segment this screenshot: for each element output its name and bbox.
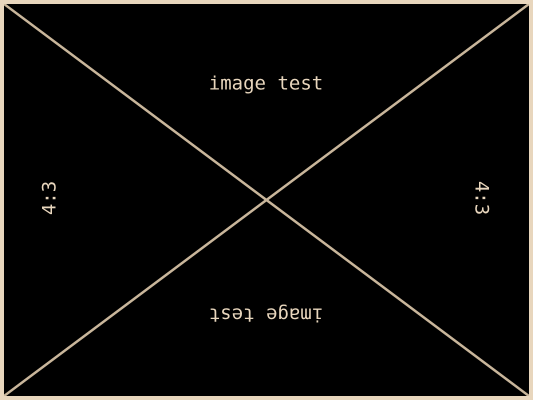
bottom-image-test-label: image test: [208, 303, 324, 326]
left-aspect-ratio-label: 4:3: [38, 180, 61, 216]
top-image-test-label: image test: [208, 72, 324, 95]
diagonal-line-right-to-left: [4, 4, 529, 396]
diagonal-lines: [4, 4, 529, 396]
right-aspect-ratio-label: 4:3: [470, 180, 493, 216]
